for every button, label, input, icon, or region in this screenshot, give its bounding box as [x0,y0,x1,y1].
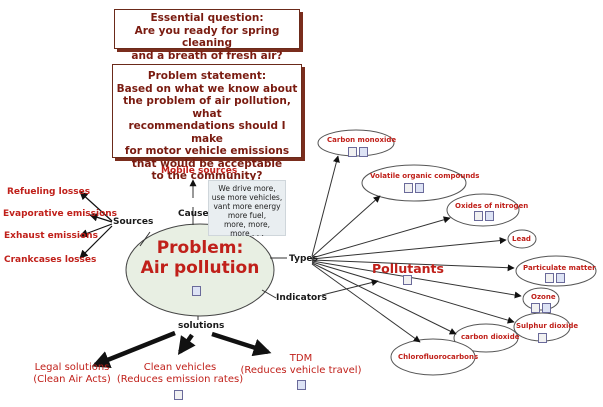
source-node-evaporative[interactable]: Evaporative emissions [3,209,118,219]
solution-vehicles-subtitle: (Reduces emission rates) [116,374,244,385]
essential-question-box: Essential question: Are you ready for sp… [114,9,300,62]
central-node-title[interactable]: Problem: Air pollution [126,238,274,278]
central-node-line2: Air pollution [140,258,260,278]
causes-link-label: Causes [178,209,214,219]
solution-node-tdm[interactable]: TDM (Reduces vehicle travel) [236,353,366,377]
solution-vehicles-title: Clean vehicles [143,362,217,373]
document-resource-icon[interactable] [403,275,412,285]
document-resource-icon[interactable] [474,211,483,221]
source-node-refueling[interactable]: Refueling losses [7,187,91,197]
image-resource-icon[interactable] [192,286,201,296]
central-node-line1: Problem: [156,238,244,258]
solution-tdm-title: TDM [289,353,313,364]
image-resource-icon[interactable] [542,303,551,313]
pollutant-particulate-matter[interactable]: Particulate matter [523,264,596,272]
problem-statement-line: Based on what we know about [116,82,298,95]
essential-question-line: and a breath of fresh air? [131,49,283,62]
pollutant-sulphur-dioxide[interactable]: Sulphur dioxide [516,322,579,330]
source-node-crankcases[interactable]: Crankcases losses [4,255,97,265]
pollutant-oxides-of-nitrogen[interactable]: Oxides of nitrogen [455,202,529,210]
document-resource-icon[interactable] [174,390,183,400]
image-resource-icon[interactable] [556,273,565,283]
document-resource-icon[interactable] [531,303,540,313]
document-resource-icon[interactable] [538,333,547,343]
problem-statement-title: Problem statement: [147,70,267,82]
indicators-link-label: Indicators [276,293,327,303]
document-resource-icon[interactable] [545,273,554,283]
problem-statement-line: the problem of air pollution, what [123,95,291,120]
problem-statement-line: for motor vehicle emissions [124,145,290,157]
solutions-link-label: solutions [178,321,225,331]
essential-question-line: Are you ready for spring cleaning [134,24,280,50]
problem-statement-line: to the community? [151,170,263,182]
note-callout: We drive more, use more vehicles, vant m… [208,180,286,238]
source-node-exhaust[interactable]: Exhaust emissions [4,231,98,241]
pollutant-carbon-dioxide[interactable]: carbon dioxide [461,333,520,341]
image-resource-icon[interactable] [485,211,494,221]
solution-legal-subtitle: (Clean Air Acts) [33,374,111,385]
image-resource-icon[interactable] [297,380,306,390]
essential-question-title: Essential question: [150,12,264,24]
pollutant-carbon-monoxide[interactable]: Carbon monoxide [327,136,397,144]
pollutant-chlorofluorocarbons[interactable]: Chlorofluorocarbons [398,353,479,361]
pollutant-vocs[interactable]: Volatile organic compounds [370,172,480,180]
solution-node-clean-vehicles[interactable]: Clean vehicles (Reduces emission rates) [110,362,250,386]
pollutant-ozone[interactable]: Ozone [531,293,556,301]
image-resource-icon[interactable] [415,183,424,193]
types-link-label: Types [289,254,318,264]
mobile-sources-node[interactable]: Mobile sources [161,166,238,176]
problem-statement-box: Problem statement: Based on what we know… [112,64,302,182]
central-node-ellipse [125,223,275,317]
pollutants-node[interactable]: Pollutants [372,261,444,276]
problem-statement-line: recommendations should I make [128,120,286,145]
document-resource-icon[interactable] [348,147,357,157]
problem-statement-line: that would be acceptable [131,157,283,170]
solution-node-legal[interactable]: Legal solutions (Clean Air Acts) [12,362,132,386]
document-resource-icon[interactable] [404,183,413,193]
solution-legal-title: Legal solutions [34,362,110,373]
solution-tdm-subtitle: (Reduces vehicle travel) [240,365,362,376]
image-resource-icon[interactable] [359,147,368,157]
sources-link-label: Sources [113,217,154,227]
pollutant-lead[interactable]: Lead [512,235,531,243]
